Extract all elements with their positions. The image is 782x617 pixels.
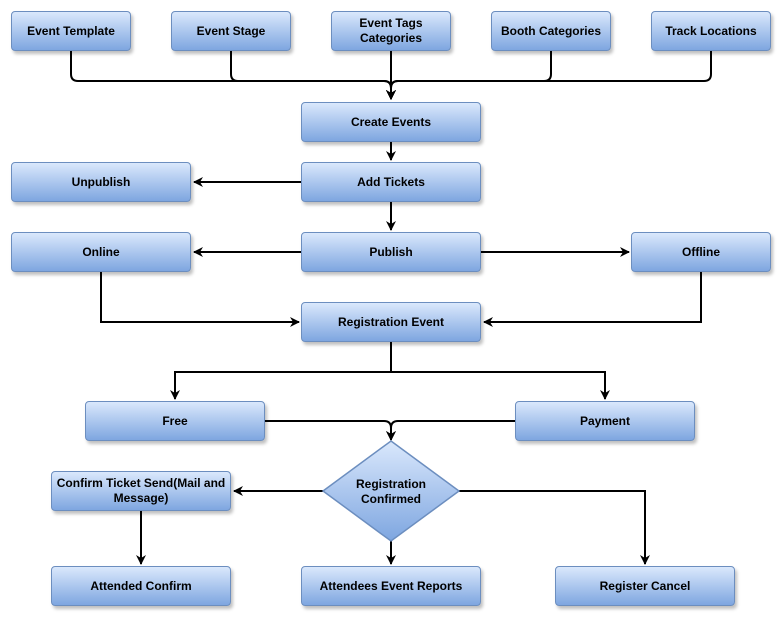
event-template-node[interactable]: Event Template	[11, 11, 131, 51]
registration-event-node[interactable]: Registration Event	[301, 302, 481, 342]
connector-payment-confirmed	[386, 420, 515, 441]
connector-track-locations-create	[386, 51, 712, 100]
payment-node[interactable]: Payment	[515, 401, 695, 441]
add-tickets-node[interactable]: Add Tickets	[301, 162, 481, 202]
connector-confirmed-cancel	[459, 490, 650, 565]
connector-registration-payment	[390, 342, 610, 400]
registration-confirmed-label: Registration Confirmed	[355, 477, 426, 506]
attendees-event-reports-node[interactable]: Attendees Event Reports	[301, 566, 481, 606]
offline-node[interactable]: Offline	[631, 232, 771, 272]
event-tags-categories-node[interactable]: Event Tags Categories	[331, 11, 451, 51]
connector-registration-free	[170, 342, 392, 400]
confirm-ticket-send-node[interactable]: Confirm Ticket Send(Mail and Message)	[51, 471, 231, 511]
connector-online-registration	[100, 272, 300, 327]
publish-node[interactable]: Publish	[301, 232, 481, 272]
registration-confirmed-diamond[interactable]	[321, 440, 461, 542]
connector-free-confirmed	[265, 420, 396, 441]
connector-event-stage-create	[230, 51, 396, 100]
free-node[interactable]: Free	[85, 401, 265, 441]
connector-offline-registration	[483, 272, 702, 327]
online-node[interactable]: Online	[11, 232, 191, 272]
unpublish-node[interactable]: Unpublish	[11, 162, 191, 202]
attended-confirm-node[interactable]: Attended Confirm	[51, 566, 231, 606]
track-locations-node[interactable]: Track Locations	[651, 11, 771, 51]
connector-booth-categories-create	[386, 51, 552, 100]
register-cancel-node[interactable]: Register Cancel	[555, 566, 735, 606]
booth-categories-node[interactable]: Booth Categories	[491, 11, 611, 51]
event-stage-node[interactable]: Event Stage	[171, 11, 291, 51]
create-events-node[interactable]: Create Events	[301, 102, 481, 142]
